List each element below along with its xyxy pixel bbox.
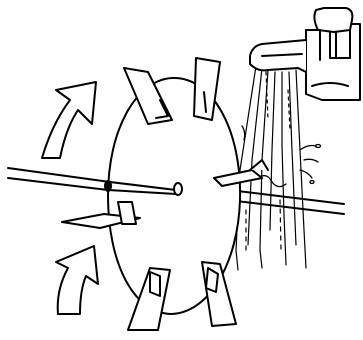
arrow-up-top-icon <box>42 82 96 158</box>
water-stream <box>236 66 306 270</box>
rotation-arrows <box>42 82 98 314</box>
arrow-up-bottom-icon <box>56 246 98 314</box>
